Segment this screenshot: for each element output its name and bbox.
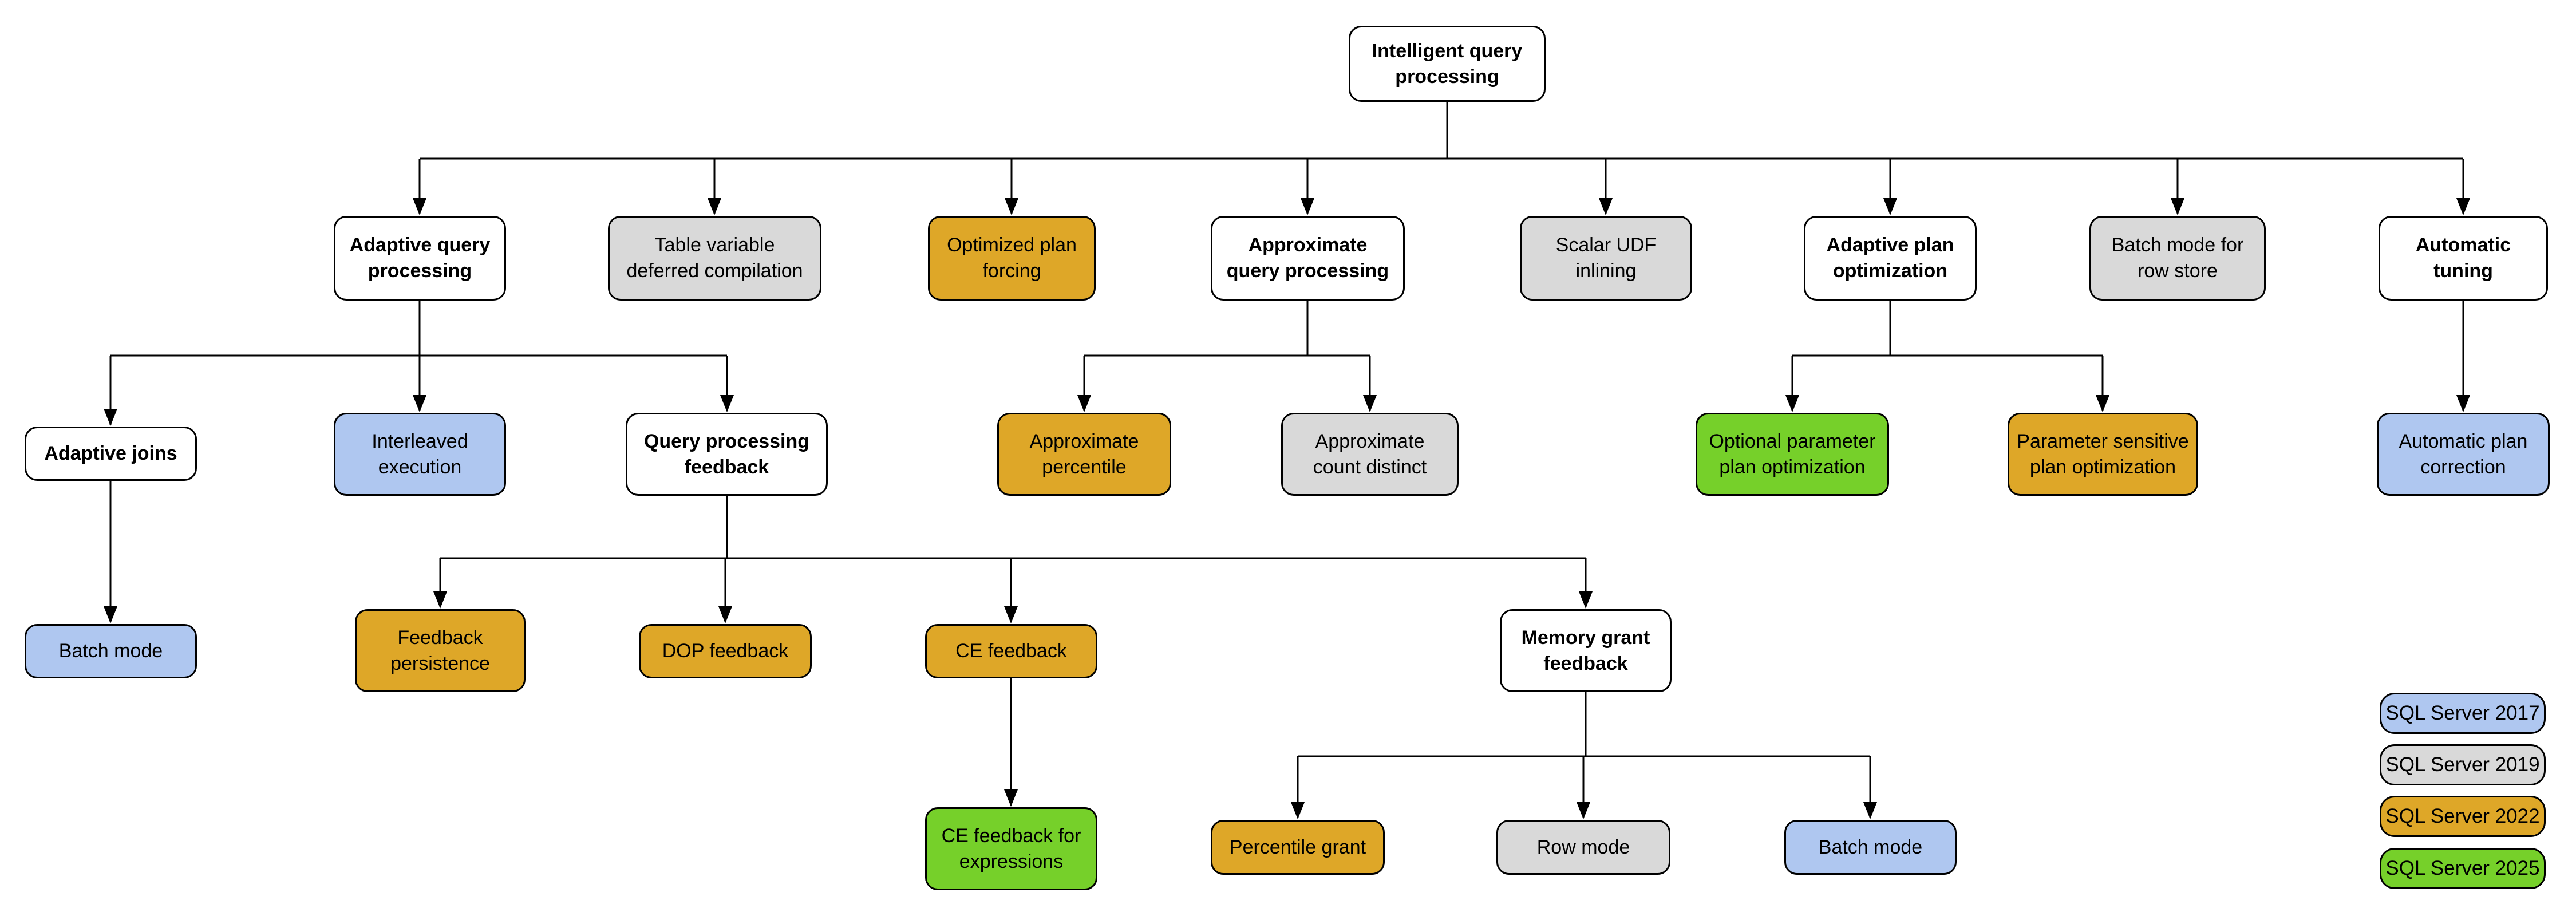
node-approximate-query-processing: Approximate query processing — [1211, 216, 1405, 301]
legend-item-sql-server-2025: SQL Server 2025 — [2380, 848, 2546, 889]
node-label: Approximate percentile — [1029, 430, 1139, 478]
legend-item-sql-server-2017: SQL Server 2017 — [2380, 693, 2546, 734]
node-parameter-sensitive-plan-optimization: Parameter sensitive plan optimization — [2008, 413, 2198, 496]
node-label: CE feedback — [955, 640, 1067, 662]
node-label: Adaptive joins — [44, 443, 177, 464]
node-batch-mode-for-row-store: Batch mode for row store — [2089, 216, 2266, 301]
node-label: Parameter sensitive plan optimization — [2017, 430, 2189, 478]
node-adaptive-plan-optimization: Adaptive plan optimization — [1804, 216, 1977, 301]
node-label: Batch mode — [58, 640, 163, 662]
legend-label: SQL Server 2025 — [2385, 857, 2540, 879]
node-label: Approximate count distinct — [1313, 430, 1427, 478]
node-label: Percentile grant — [1229, 836, 1366, 858]
node-row-mode: Row mode — [1496, 820, 1670, 875]
legend-label: SQL Server 2019 — [2385, 753, 2540, 776]
node-label: Approximate query processing — [1226, 234, 1389, 282]
node-label: Feedback persistence — [390, 626, 490, 674]
node-ce-feedback-for-expressions: CE feedback for expressions — [925, 807, 1097, 890]
node-batch-mode-memory-grant: Batch mode — [1784, 820, 1957, 875]
legend-label: SQL Server 2017 — [2385, 702, 2540, 724]
node-dop-feedback: DOP feedback — [639, 624, 812, 678]
node-optimized-plan-forcing: Optimized plan forcing — [928, 216, 1096, 301]
node-label: Intelligent query processing — [1372, 40, 1523, 88]
node-intelligent-query-processing: Intelligent query processing — [1349, 26, 1546, 102]
node-label: Table variable deferred compilation — [626, 234, 803, 282]
node-label: Batch mode — [1818, 836, 1923, 858]
node-label: Optimized plan forcing — [947, 234, 1077, 282]
node-label: Adaptive query processing — [349, 234, 491, 282]
node-batch-mode-adaptive-joins: Batch mode — [25, 624, 197, 678]
node-label: Row mode — [1536, 836, 1630, 858]
node-adaptive-joins: Adaptive joins — [25, 427, 197, 481]
node-interleaved-execution: Interleaved execution — [334, 413, 506, 496]
node-label: Interleaved execution — [372, 430, 468, 478]
node-table-variable-deferred-compilation: Table variable deferred compilation — [608, 216, 821, 301]
legend-item-sql-server-2022: SQL Server 2022 — [2380, 796, 2546, 837]
node-query-processing-feedback: Query processing feedback — [626, 413, 828, 496]
node-approximate-percentile: Approximate percentile — [997, 413, 1171, 496]
node-label: Adaptive plan optimization — [1826, 234, 1954, 282]
node-scalar-udf-inlining: Scalar UDF inlining — [1520, 216, 1692, 301]
node-label: Memory grant feedback — [1521, 626, 1650, 674]
node-label: Automatic tuning — [2415, 234, 2511, 282]
node-automatic-plan-correction: Automatic plan correction — [2377, 413, 2550, 496]
node-label: DOP feedback — [662, 640, 789, 662]
node-label: Optional parameter plan optimization — [1709, 430, 1876, 478]
node-label: CE feedback for expressions — [941, 824, 1081, 872]
node-adaptive-query-processing: Adaptive query processing — [334, 216, 506, 301]
node-label: Scalar UDF inlining — [1555, 234, 1657, 282]
node-optional-parameter-plan-optimization: Optional parameter plan optimization — [1696, 413, 1889, 496]
node-ce-feedback: CE feedback — [925, 624, 1097, 678]
node-feedback-persistence: Feedback persistence — [355, 609, 526, 692]
node-label: Automatic plan correction — [2399, 430, 2528, 478]
node-memory-grant-feedback: Memory grant feedback — [1500, 609, 1672, 692]
legend-label: SQL Server 2022 — [2385, 805, 2540, 827]
legend-item-sql-server-2019: SQL Server 2019 — [2380, 744, 2546, 785]
node-percentile-grant: Percentile grant — [1211, 820, 1385, 875]
node-label: Query processing feedback — [643, 430, 810, 478]
node-approximate-count-distinct: Approximate count distinct — [1281, 413, 1459, 496]
node-label: Batch mode for row store — [2111, 234, 2244, 282]
node-automatic-tuning: Automatic tuning — [2379, 216, 2548, 301]
